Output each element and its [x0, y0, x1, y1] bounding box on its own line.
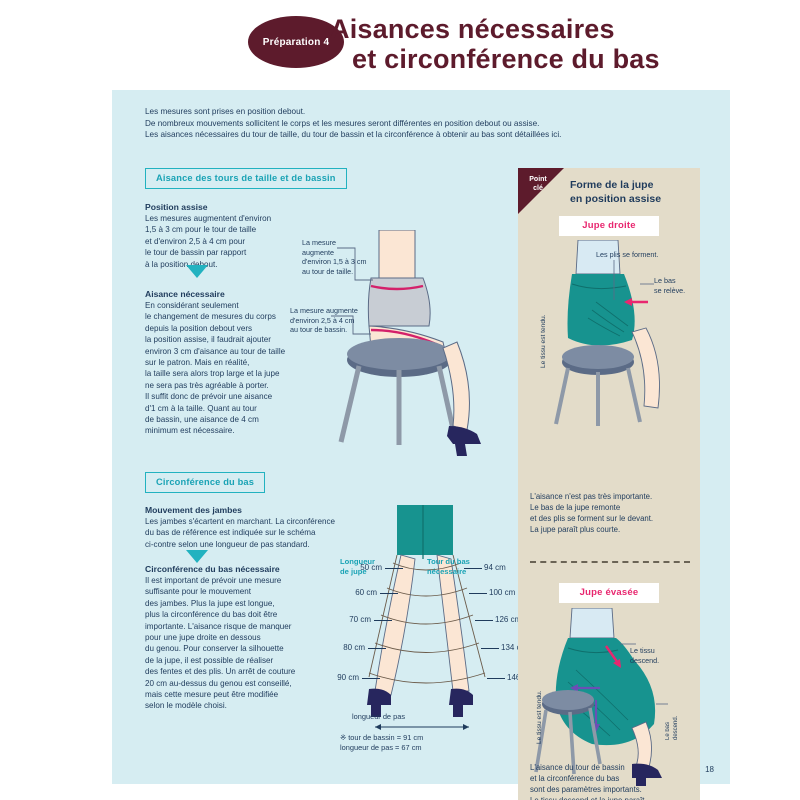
point-cle-title: Forme de la jupe en position assise [570, 179, 662, 205]
arrow-down-icon [186, 550, 208, 563]
point-cle-badge: Point clé [523, 176, 553, 193]
label-fabric-falls: Le tissu descend. [630, 646, 660, 665]
block-body: En considérant seulement le changement d… [145, 301, 286, 436]
tick-line [380, 593, 398, 594]
cell-tour-0: 94 cm [484, 563, 506, 572]
point-cle-badge-line-2: clé [533, 184, 543, 192]
arrow-down-icon [186, 265, 208, 278]
cell-longueur-0: 50 cm [360, 563, 382, 572]
content-panel: Les mesures sont prises en position debo… [112, 90, 730, 800]
divider-dashed [530, 561, 690, 563]
tab-jupe-evasee: Jupe évasée [559, 583, 659, 603]
cell-tour-3: 134 cm [501, 643, 528, 652]
section-heading-aisance-tours: Aisance des tours de taille et de bassin [145, 168, 347, 189]
page-title-line-1: Aisances nécessaires [330, 14, 615, 44]
tick-line [385, 568, 403, 569]
page-title-line-2: et circonférence du bas [352, 44, 660, 74]
cell-longueur-3: 80 cm [343, 643, 365, 652]
tick-line [362, 678, 380, 679]
preparation-badge: Préparation 4 [248, 16, 344, 68]
tick-line [368, 648, 386, 649]
chart-column-header-tour: Tour du bas nécessaire [427, 557, 470, 576]
jupe-droite-illustration [536, 239, 686, 430]
page-title: Aisances nécessaires et circonférence du… [330, 14, 780, 74]
label-hem-falls: Le bas descend. [665, 715, 679, 740]
label-fabric-taut-flared: Le tissu est tendu. [536, 690, 543, 744]
chart-footnote: ※ tour de bassin = 91 cm longueur de pas… [340, 733, 424, 752]
walking-legs-illustration [357, 505, 507, 735]
point-cle-badge-line-1: Point [529, 176, 547, 183]
callout-taille: La mesure augmente d'environ 1,5 à 3 cm … [302, 238, 367, 276]
label-pleats-form: Les plis se forment. [596, 250, 659, 259]
tick-line [487, 678, 505, 679]
label-hem-rises: Le bas se relève. [654, 276, 686, 295]
tick-line [464, 568, 482, 569]
block-position-assise: Position assise Les mesures augmentent d… [145, 202, 335, 270]
page-number: 18 [705, 765, 714, 774]
note-jupe-evasee: L'aisance du tour de bassin et la circon… [530, 763, 644, 800]
note-jupe-droite: L'aisance n'est pas très importante. Le … [530, 492, 654, 534]
block-heading: Position assise [145, 202, 208, 212]
cell-tour-2: 126 cm [495, 615, 522, 624]
point-cle-triangle [518, 168, 564, 214]
block-body: Les jambes s'écartent en marchant. La ci… [145, 517, 336, 549]
block-body: Les mesures augmentent d'environ 1,5 à 3… [145, 214, 272, 269]
block-circonference-necessaire: Circonférence du bas nécessaire Il est i… [145, 564, 350, 712]
block-heading: Mouvement des jambes [145, 505, 242, 515]
block-body: Il est important de prévoir une mesure s… [145, 576, 296, 711]
preparation-badge-label: Préparation 4 [262, 36, 330, 48]
cell-longueur-2: 70 cm [349, 615, 371, 624]
cell-tour-1: 100 cm [489, 588, 516, 597]
tick-line [374, 620, 392, 621]
cell-longueur-4: 90 cm [337, 673, 359, 682]
page-header: Préparation 4 Aisances nécessaires et ci… [0, 0, 800, 92]
block-heading: Circonférence du bas nécessaire [145, 564, 280, 574]
section-heading-circonference-bas: Circonférence du bas [145, 472, 266, 493]
tick-line [469, 593, 487, 594]
block-heading: Aisance nécessaire [145, 289, 225, 299]
jupe-evasee-illustration [528, 607, 694, 788]
chart-column-header-longueur: Longueur de jupe [340, 557, 376, 576]
label-fabric-taut-straight: Le tissu est tendu. [540, 314, 547, 368]
block-mouvement-jambes: Mouvement des jambes Les jambes s'écarte… [145, 505, 360, 550]
step-length-label: longueur de pas [352, 712, 406, 721]
callout-bassin: La mesure augmente d'environ 2,5 à 4 cm … [290, 306, 358, 335]
point-cle-panel: Point clé Forme de la jupe en position a… [518, 168, 700, 800]
block-aisance-necessaire: Aisance nécessaire En considérant seulem… [145, 289, 350, 437]
tab-jupe-droite: Jupe droite [559, 216, 659, 236]
tick-line [475, 620, 493, 621]
intro-paragraph: Les mesures sont prises en position debo… [145, 107, 562, 140]
cell-longueur-1: 60 cm [355, 588, 377, 597]
seated-figure-illustration [297, 229, 512, 480]
tick-line [481, 648, 499, 649]
